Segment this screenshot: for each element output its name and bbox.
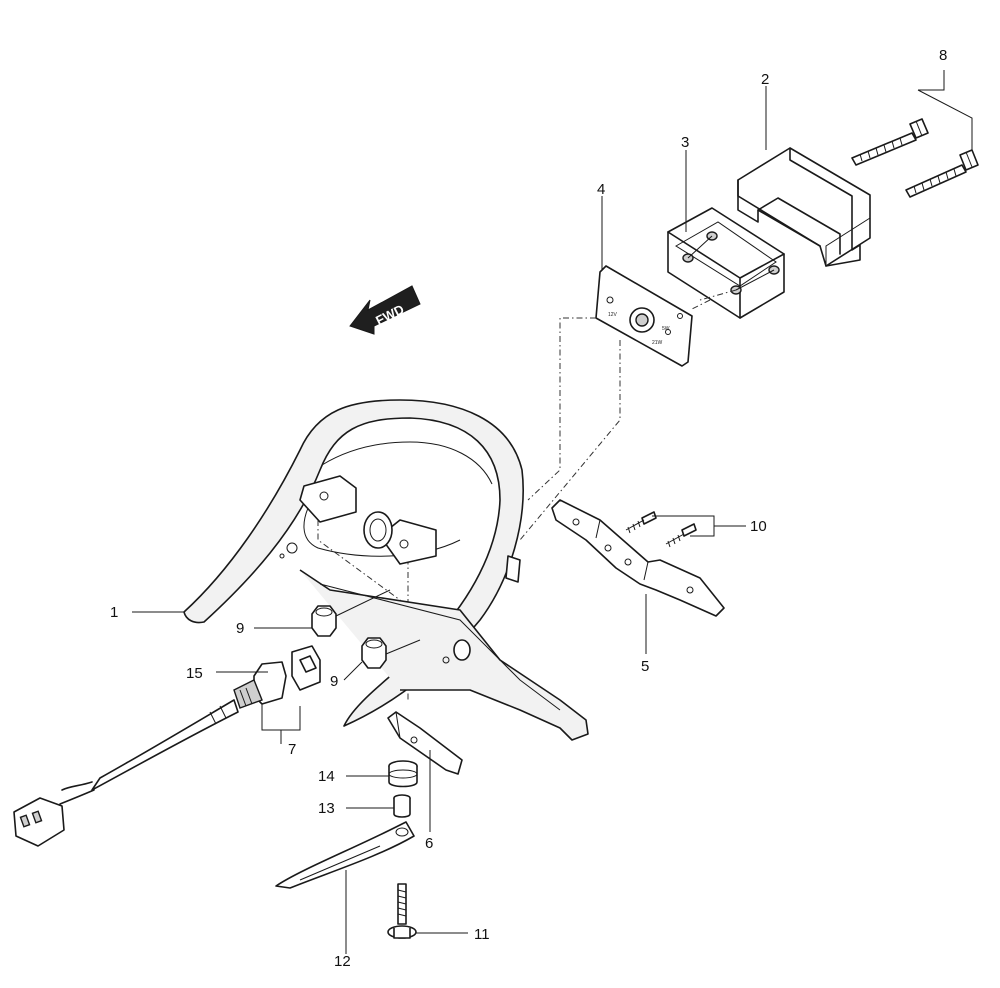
wire-harness [13,699,239,847]
flange-bolt [387,883,417,939]
collar [393,794,411,818]
plate-text-5w: 5W [662,326,670,332]
reflector-bracket [387,711,463,775]
screw-lower [665,523,697,548]
rear-fender [183,399,589,741]
nut-lower [361,637,387,669]
callout-3: 3 [681,134,689,151]
reflector-stay [275,821,415,889]
callout-13: 13 [318,800,335,817]
tail-light-housing [737,147,871,267]
callout-10: 10 [750,518,767,535]
callout-8: 8 [939,47,947,64]
license-bracket [551,499,725,617]
callout-9-lower: 9 [330,673,338,690]
callout-14: 14 [318,768,335,785]
callout-7: 7 [288,741,296,758]
callout-12: 12 [334,953,351,970]
plate-text-21w: 21W [652,340,663,346]
callout-1: 1 [110,604,118,621]
bulb-socket [233,645,321,709]
callout-4: 4 [597,181,605,198]
callout-9-upper: 9 [236,620,244,637]
callout-15: 15 [186,665,203,682]
callout-11: 11 [474,926,490,943]
bolt-lower [905,149,979,198]
bolt-upper [851,118,929,166]
rubber-grommet [388,760,418,788]
callout-2: 2 [761,71,769,88]
callout-6: 6 [425,835,433,852]
callout-5: 5 [641,658,649,675]
tail-light-plate: 12V 21W 5W [595,265,693,367]
screw-upper [625,511,657,534]
nut-upper [311,605,337,637]
forward-arrow: FWD [349,285,421,335]
plate-text-12v: 12V [608,312,618,318]
tail-light-lens [667,207,785,319]
